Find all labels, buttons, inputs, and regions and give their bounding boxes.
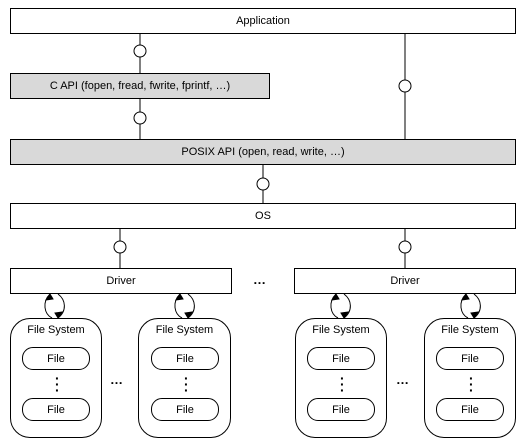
more-file-systems-ellipsis: …: [396, 372, 411, 387]
interface-port-icon: [133, 44, 147, 58]
vertical-ellipsis-icon: ···: [55, 370, 60, 398]
vertical-ellipsis-icon: ···: [340, 370, 345, 398]
vertical-ellipsis-icon: ···: [184, 370, 189, 398]
vertical-ellipsis-icon: ···: [469, 370, 474, 398]
os-box: OS: [10, 203, 516, 229]
interface-port-icon: [133, 111, 147, 125]
file-label: File: [47, 352, 65, 365]
file-label: File: [176, 352, 194, 365]
file-system-box: File System File ··· File: [424, 318, 516, 438]
file-label: File: [332, 403, 350, 416]
bidirectional-arrow-icon: [460, 293, 481, 319]
application-box: Application: [10, 8, 516, 34]
driver-label: Driver: [106, 275, 136, 287]
interface-port-icon: [398, 240, 412, 254]
file-system-label: File System: [312, 324, 370, 336]
more-file-systems-ellipsis: …: [110, 372, 125, 387]
file-box: File: [436, 347, 504, 370]
file-box: File: [436, 398, 504, 421]
application-label: Application: [236, 15, 290, 27]
file-label: File: [332, 352, 350, 365]
file-system-box: File System File ··· File: [295, 318, 387, 438]
file-box: File: [151, 347, 219, 370]
driver-box-left: Driver: [10, 268, 232, 294]
interface-port-icon: [398, 79, 412, 93]
file-system-label: File System: [155, 324, 214, 336]
file-label: File: [461, 403, 479, 416]
file-box: File: [307, 347, 375, 370]
bidirectional-arrow-icon: [330, 293, 351, 319]
file-label: File: [47, 403, 65, 416]
driver-label: Driver: [390, 275, 420, 287]
os-label: OS: [255, 210, 271, 222]
file-label: File: [461, 352, 479, 365]
file-box: File: [307, 398, 375, 421]
driver-box-right: Driver: [294, 268, 516, 294]
bidirectional-arrow-icon: [174, 293, 195, 319]
file-system-label: File System: [27, 324, 85, 336]
file-box: File: [22, 347, 90, 370]
more-drivers-ellipsis: …: [253, 272, 268, 287]
file-box: File: [151, 398, 219, 421]
file-label: File: [176, 403, 194, 416]
posix-api-label: POSIX API (open, read, write, …): [181, 146, 345, 158]
file-system-box: File System File ··· File: [10, 318, 102, 438]
bidirectional-arrow-icon: [44, 293, 65, 319]
file-box: File: [22, 398, 90, 421]
interface-port-icon: [256, 177, 270, 191]
file-system-box: File System File ··· File: [138, 318, 231, 438]
posix-api-box: POSIX API (open, read, write, …): [10, 139, 516, 165]
c-api-label: C API (fopen, fread, fwrite, fprintf, …): [49, 80, 231, 92]
interface-port-icon: [113, 240, 127, 254]
c-api-box: C API (fopen, fread, fwrite, fprintf, …): [10, 73, 270, 99]
file-system-label: File System: [441, 324, 499, 336]
